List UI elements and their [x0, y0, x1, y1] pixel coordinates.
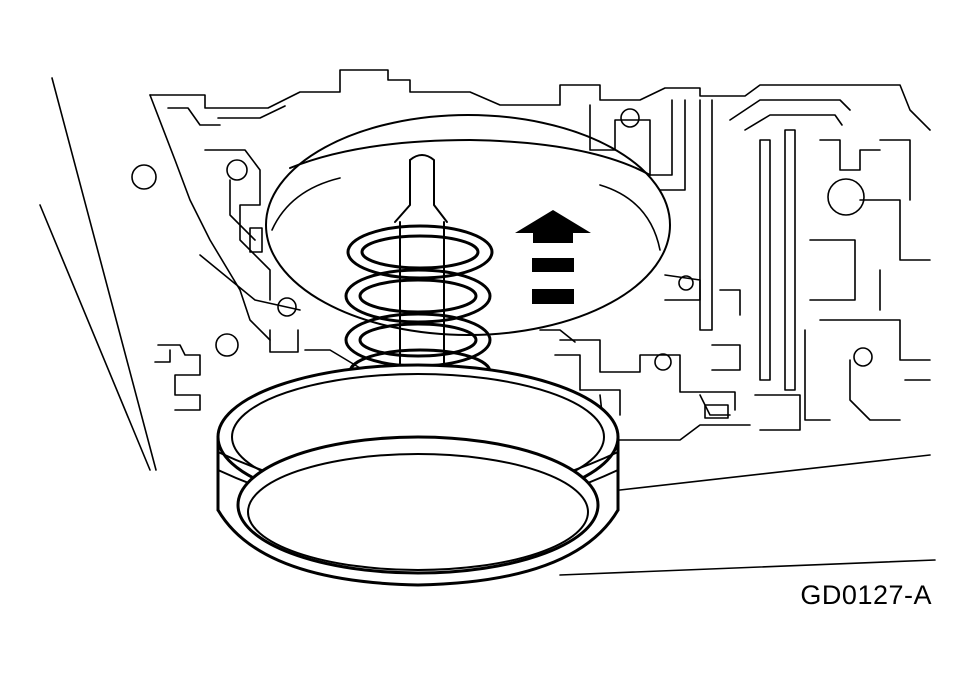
figure-id-label: GD0127-A — [800, 580, 932, 610]
accumulator-piston — [216, 363, 620, 587]
valve-body-plate — [39, 69, 936, 576]
up-arrow-icon — [515, 210, 591, 304]
accumulator-spring — [344, 154, 494, 396]
